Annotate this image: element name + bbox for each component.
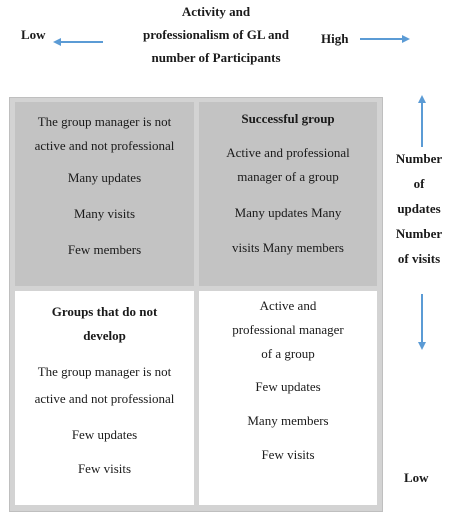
cell-title: develop bbox=[83, 328, 126, 343]
quadrant-bottom-left: Groups that do not develop The group man… bbox=[15, 291, 194, 505]
y-axis-title-line: of bbox=[413, 176, 425, 191]
cell-text: Active and professional bbox=[226, 145, 350, 160]
cell-text: professional manager bbox=[232, 322, 344, 337]
y-axis-low-label: Low bbox=[404, 470, 429, 485]
cell-text: Many members bbox=[247, 413, 329, 428]
cell-text: Many updates bbox=[67, 170, 142, 185]
y-axis-title-line: updates bbox=[397, 201, 441, 216]
cell-text: Active and bbox=[259, 298, 317, 313]
cell-text: The group manager is not bbox=[37, 114, 172, 129]
cell-title: Successful group bbox=[241, 111, 335, 126]
cell-text: The group manager is not bbox=[37, 364, 172, 379]
quadrant-top-left: The group manager is not active and not … bbox=[15, 102, 194, 286]
y-axis-title-line: of visits bbox=[397, 251, 441, 266]
up-arrow-icon bbox=[418, 95, 426, 147]
cell-text: of a group bbox=[261, 346, 315, 361]
right-arrow-icon bbox=[360, 35, 410, 43]
x-axis-title-line: professionalism of GL and bbox=[142, 27, 290, 42]
x-axis-title-line: number of Participants bbox=[151, 50, 281, 65]
y-axis-title-line: Number bbox=[395, 151, 443, 166]
quadrant-bottom-right: Active and professional manager of a gro… bbox=[199, 291, 377, 505]
cell-text: Few visits bbox=[261, 447, 315, 462]
cell-text: Few updates bbox=[255, 379, 321, 394]
cell-text: active and not professional bbox=[34, 138, 175, 153]
cell-text: Few updates bbox=[71, 427, 138, 442]
y-axis-title: Number of updates Number of visits bbox=[390, 146, 448, 271]
cell-text: visits Many members bbox=[232, 240, 344, 255]
cell-title: Groups that do not bbox=[51, 304, 158, 319]
cell-text: Few members bbox=[67, 242, 142, 257]
x-axis-low-label: Low bbox=[21, 27, 46, 42]
cell-text: active and not professional bbox=[34, 391, 175, 406]
left-arrow-icon bbox=[53, 38, 103, 46]
down-arrow-icon bbox=[418, 294, 426, 350]
cell-text: Many visits bbox=[73, 206, 136, 221]
x-axis-high-label: High bbox=[321, 31, 349, 46]
cell-text: Many updates Many bbox=[234, 205, 342, 220]
x-axis-title: Activity and professionalism of GL and n… bbox=[115, 0, 317, 69]
x-axis-title-line: Activity and bbox=[181, 4, 251, 19]
cell-text: manager of a group bbox=[237, 169, 339, 184]
quadrant-top-right: Successful group Active and professional… bbox=[199, 102, 377, 286]
y-axis-title-line: Number bbox=[395, 226, 443, 241]
cell-text: Few visits bbox=[77, 461, 132, 476]
